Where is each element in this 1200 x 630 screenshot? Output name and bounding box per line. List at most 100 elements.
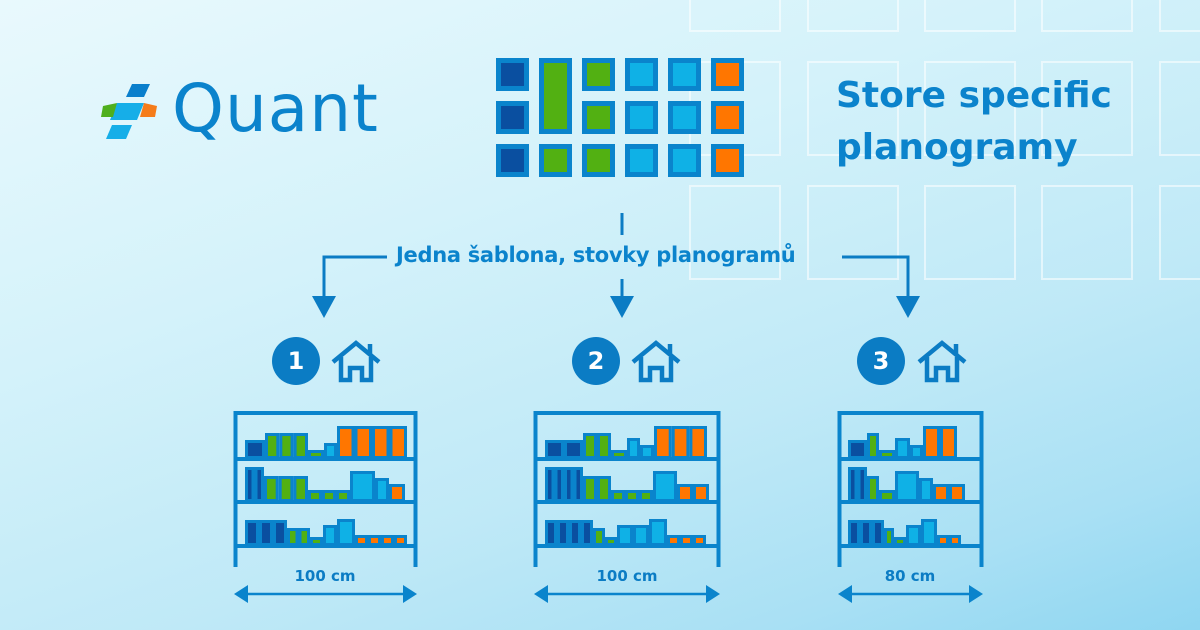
background-square	[1159, 61, 1200, 156]
product-facing	[337, 519, 355, 546]
product-facing	[640, 445, 654, 459]
background-square	[1041, 61, 1133, 156]
shelf-unit-2	[533, 411, 721, 603]
product-facing	[583, 433, 597, 459]
product-facing	[324, 443, 337, 459]
product-facing	[867, 476, 879, 502]
arrow-right-icon	[969, 585, 983, 603]
arrow-right-icon	[403, 585, 417, 603]
product-facing	[264, 476, 279, 502]
arrow-down-icon	[312, 296, 336, 318]
headline: Store specific planogramy	[836, 75, 1112, 168]
template-cell	[668, 58, 701, 91]
product-facing	[923, 426, 940, 459]
store-number-badge-3: 3	[857, 337, 905, 385]
product-facing	[879, 450, 895, 459]
product-facing	[653, 471, 677, 502]
product-facing	[259, 520, 273, 546]
product-facing	[557, 520, 569, 546]
arrow-left-icon	[234, 585, 248, 603]
product-facing	[355, 535, 368, 546]
product-facing	[857, 467, 867, 502]
quant-logo-icon	[101, 84, 157, 139]
product-facing	[569, 520, 581, 546]
template-cell	[711, 58, 744, 91]
background-square	[807, 185, 899, 280]
product-facing	[265, 433, 280, 459]
arrow-down-icon	[610, 296, 634, 318]
product-facing	[245, 440, 265, 459]
connector-left	[322, 255, 387, 298]
arrow-left-icon	[838, 585, 852, 603]
template-cell	[711, 144, 744, 177]
store-number-badge-2: 2	[572, 337, 620, 385]
product-facing	[336, 490, 350, 502]
template-cell	[539, 58, 572, 134]
template-cell	[582, 101, 615, 134]
template-cell	[668, 101, 701, 134]
product-facing	[293, 476, 308, 502]
product-facing	[323, 525, 337, 546]
product-facing	[545, 467, 555, 502]
product-facing	[895, 471, 919, 502]
product-facing	[949, 535, 961, 546]
product-facing	[583, 476, 597, 502]
product-facing	[597, 433, 611, 459]
planogram-template-grid	[496, 58, 744, 177]
template-cell	[582, 58, 615, 91]
product-facing	[689, 426, 708, 459]
template-cell	[668, 144, 701, 177]
background-square	[807, 0, 899, 32]
template-cell	[625, 144, 658, 177]
product-facing	[848, 440, 867, 459]
shelf-width-label-3: 80 cm	[884, 567, 936, 585]
background-square	[1041, 0, 1133, 32]
product-facing	[564, 440, 583, 459]
product-facing	[919, 478, 933, 502]
product-facing	[949, 484, 965, 502]
product-facing	[879, 490, 895, 502]
product-facing	[322, 490, 336, 502]
template-cell	[625, 58, 658, 91]
product-facing	[860, 520, 872, 546]
product-facing	[389, 484, 405, 502]
product-facing	[375, 478, 389, 502]
distribution-arrows	[312, 213, 920, 318]
product-facing	[895, 438, 910, 459]
tagline: Jedna šablona, stovky planogramů	[396, 243, 796, 267]
product-facing	[611, 490, 625, 502]
product-facing	[278, 476, 294, 502]
product-facing	[894, 537, 906, 546]
product-facing	[617, 525, 633, 546]
product-facing	[273, 520, 287, 546]
background-square	[924, 0, 1016, 32]
product-facing	[649, 519, 667, 546]
product-facing	[872, 520, 884, 546]
background-square	[807, 61, 899, 156]
product-facing	[639, 490, 653, 502]
product-facing	[381, 535, 394, 546]
product-facing	[921, 519, 937, 546]
store-number-badge-1: 1	[272, 337, 320, 385]
product-facing	[293, 433, 309, 459]
arrow-left-icon	[534, 585, 548, 603]
template-cell	[496, 144, 529, 177]
product-facing	[937, 535, 949, 546]
background-square	[924, 185, 1016, 280]
product-facing	[625, 490, 639, 502]
background-square	[1159, 0, 1200, 32]
product-facing	[593, 528, 605, 546]
product-facing	[667, 535, 680, 546]
background-square	[924, 61, 1016, 156]
template-cell	[625, 101, 658, 134]
product-facing	[680, 535, 693, 546]
product-facing	[581, 520, 593, 546]
product-facing	[394, 535, 407, 546]
connector-right	[842, 255, 910, 298]
product-facing	[564, 467, 574, 502]
background-square	[689, 185, 781, 280]
product-facing	[372, 426, 390, 459]
product-facing	[245, 520, 259, 546]
product-facing	[940, 426, 957, 459]
